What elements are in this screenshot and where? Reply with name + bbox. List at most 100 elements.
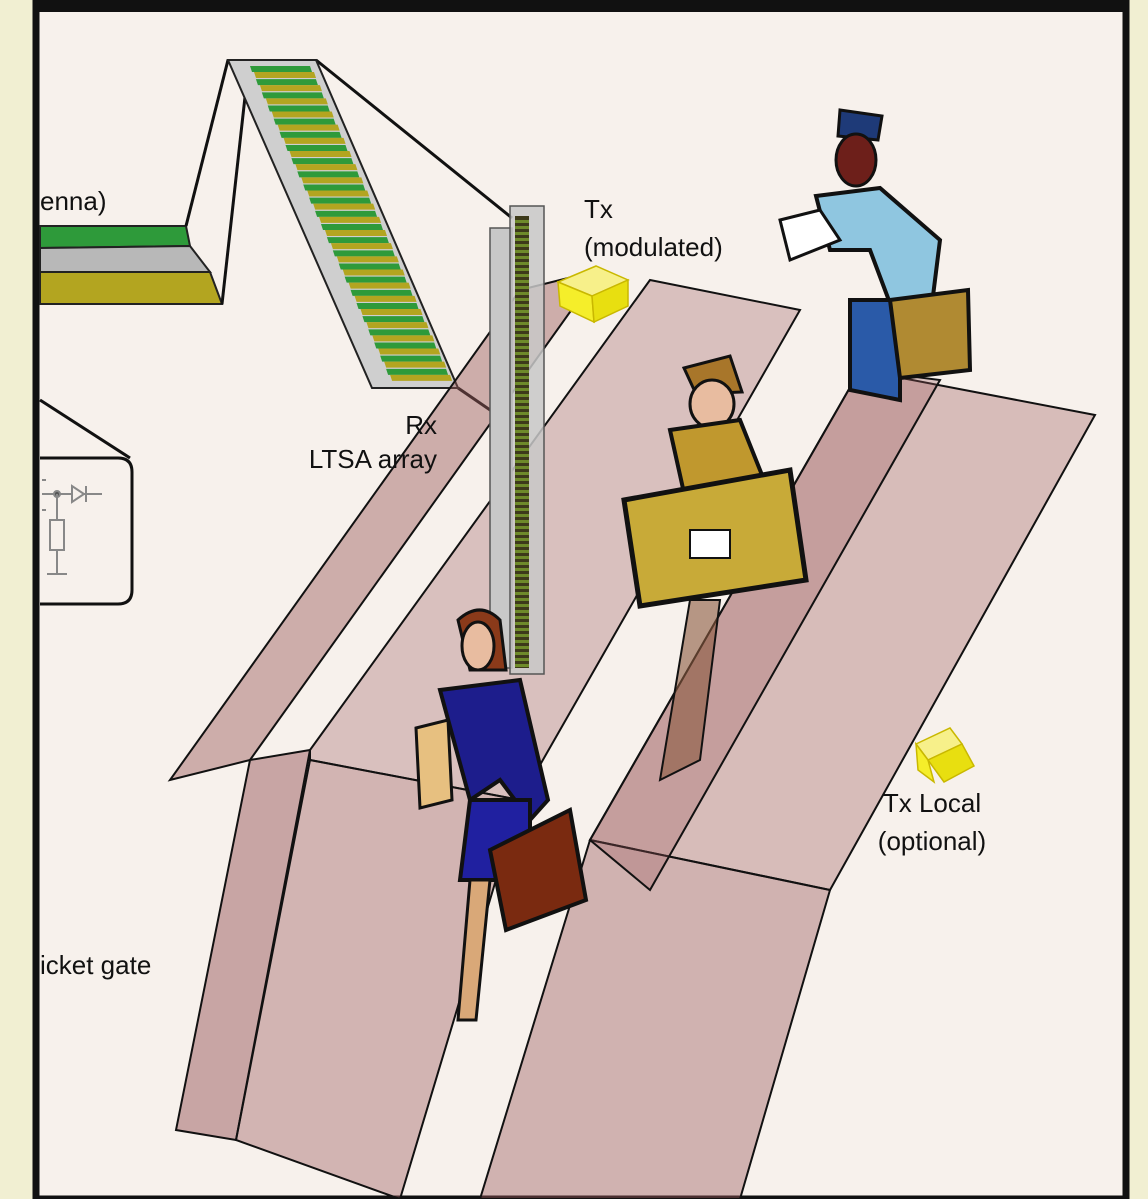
array-element-stripe: [515, 220, 529, 223]
array-element-stripe: [515, 664, 529, 667]
antenna-element-olive: [319, 217, 381, 223]
array-element-stripe: [515, 592, 529, 595]
antenna-element-green: [315, 211, 377, 217]
array-element-stripe: [515, 616, 529, 619]
array-element-stripe: [515, 460, 529, 463]
array-element-stripe: [515, 658, 529, 661]
array-element-stripe: [515, 604, 529, 607]
antenna-element-green: [262, 92, 324, 98]
array-element-stripe: [515, 448, 529, 451]
ticket-gate-label: icket gate: [40, 950, 151, 980]
array-element-stripe: [515, 646, 529, 649]
antenna-element-olive: [278, 125, 340, 131]
array-element-stripe: [515, 628, 529, 631]
antenna-element-olive: [301, 177, 363, 183]
antenna-element-green: [374, 343, 436, 349]
antenna-element-olive: [295, 164, 357, 170]
array-element-stripe: [515, 292, 529, 295]
array-element-stripe: [515, 340, 529, 343]
array-element-stripe: [515, 580, 529, 583]
array-element-stripe: [515, 370, 529, 373]
array-element-stripe: [515, 508, 529, 511]
array-element-stripe: [515, 238, 529, 241]
antenna-element-green: [303, 185, 365, 191]
array-element-stripe: [515, 502, 529, 505]
array-element-stripe: [515, 262, 529, 265]
array-element-stripe: [515, 598, 529, 601]
antenna-element-olive: [266, 98, 328, 104]
array-element-stripe: [515, 352, 529, 355]
tx-modulated-label-line1: Tx: [584, 194, 613, 224]
array-element-stripe: [515, 364, 529, 367]
array-element-stripe: [515, 496, 529, 499]
array-element-stripe: [515, 244, 529, 247]
antenna-element-olive: [343, 270, 405, 276]
antenna-element-olive: [366, 322, 428, 328]
tx-local-label-line1: Tx Local: [883, 788, 981, 818]
array-element-stripe: [515, 316, 529, 319]
array-element-stripe: [515, 256, 529, 259]
antenna-element-green: [286, 145, 348, 151]
antenna-element-green: [386, 369, 448, 375]
antenna-element-olive: [284, 138, 346, 144]
array-element-stripe: [515, 454, 529, 457]
antenna-element-green: [327, 237, 389, 243]
antenna-element-olive: [307, 191, 369, 197]
array-element-stripe: [515, 400, 529, 403]
antenna-label: enna): [40, 186, 107, 216]
array-element-stripe: [515, 562, 529, 565]
antenna-element-olive: [378, 349, 440, 355]
array-element-stripe: [515, 514, 529, 517]
array-element-stripe: [515, 484, 529, 487]
antenna-element-olive: [390, 375, 452, 381]
antenna-element-green: [309, 198, 371, 204]
array-element-stripe: [515, 436, 529, 439]
antenna-element-green: [357, 303, 419, 309]
antenna-element-olive: [272, 112, 334, 118]
antenna-element-olive: [355, 296, 417, 302]
array-element-stripe: [515, 328, 529, 331]
antenna-element-olive: [313, 204, 375, 210]
array-element-stripe: [515, 280, 529, 283]
tx-modulated-label-line2: (modulated): [584, 232, 723, 262]
array-element-stripe: [515, 268, 529, 271]
antenna-element-green: [362, 316, 424, 322]
rx-label-line1: Rx: [405, 410, 437, 440]
array-element-stripe: [515, 532, 529, 535]
array-element-stripe: [515, 346, 529, 349]
antenna-element-green: [280, 132, 342, 138]
array-element-stripe: [515, 424, 529, 427]
antenna-element-green: [250, 66, 312, 72]
array-element-stripe: [515, 478, 529, 481]
antenna-element-green: [345, 277, 407, 283]
antenna-element-olive: [349, 283, 411, 289]
array-element-stripe: [515, 322, 529, 325]
array-element-stripe: [515, 376, 529, 379]
antenna-element-green: [333, 250, 395, 256]
antenna-element-green: [268, 106, 330, 112]
array-element-stripe: [515, 430, 529, 433]
array-element-stripe: [515, 574, 529, 577]
array-element-stripe: [515, 274, 529, 277]
tx-local-label-line2: (optional): [878, 826, 986, 856]
array-element-stripe: [515, 358, 529, 361]
rx-ltsa-array-mast: [490, 206, 544, 674]
antenna-element-olive: [290, 151, 352, 157]
rx-label-line2: LTSA array: [309, 444, 437, 474]
array-element-stripe: [515, 232, 529, 235]
antenna-element-olive: [325, 230, 387, 236]
array-element-stripe: [515, 490, 529, 493]
array-element-stripe: [515, 466, 529, 469]
array-element-stripe: [515, 250, 529, 253]
antenna-element-green: [380, 356, 442, 362]
antenna-element-olive: [361, 309, 423, 315]
antenna-element-green: [297, 171, 359, 177]
array-element-stripe: [515, 418, 529, 421]
array-element-stripe: [515, 472, 529, 475]
array-element-stripe: [515, 652, 529, 655]
array-element-stripe: [515, 406, 529, 409]
array-element-stripe: [515, 388, 529, 391]
array-element-stripe: [515, 394, 529, 397]
array-element-stripe: [515, 550, 529, 553]
